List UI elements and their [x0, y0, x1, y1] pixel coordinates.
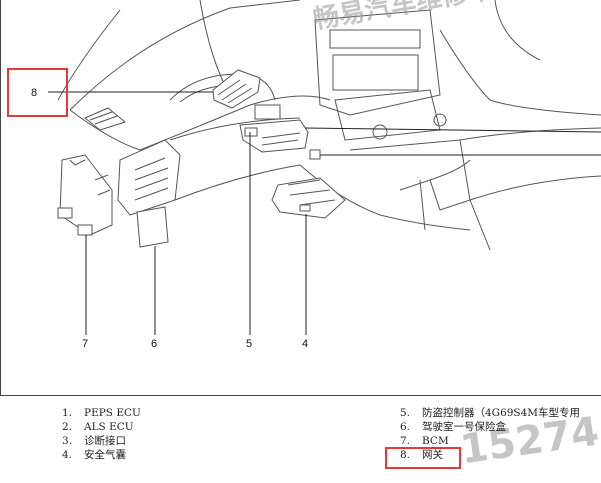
legend-item: 1.PEPS ECU [61, 407, 141, 419]
legend-item: 7.BCM [399, 435, 449, 447]
fuse-box [136, 206, 169, 248]
legend-item: 5.防盗控制器（4G69S4M车型专用 [399, 407, 581, 419]
legend-item: 2.ALS ECU [61, 421, 134, 433]
bcm-module [57, 154, 113, 236]
legend-item: 3.诊断接口 [61, 435, 126, 447]
dashboard-line-drawing [48, 0, 601, 335]
connector-marker [309, 149, 321, 160]
callout-6: 6 [151, 338, 158, 350]
callout-4: 4 [302, 338, 309, 350]
legend-column-left: 1.PEPS ECU 2.ALS ECU 3.诊断接口 4.安全气囊 [50, 406, 141, 462]
callout-7: 7 [82, 338, 89, 350]
left-border [0, 0, 1, 396]
figure-bottom-rule [0, 395, 601, 396]
leader-line-right-1 [304, 127, 601, 133]
airbag-ecu [271, 177, 346, 219]
legend-item: 8.网关 [399, 449, 443, 461]
highlight-box-callout-8 [7, 68, 68, 117]
gateway-module [212, 69, 261, 109]
immobilizer-module [239, 104, 309, 153]
callout-5: 5 [246, 338, 253, 350]
center-console [314, 9, 441, 116]
dash-vent [84, 107, 127, 131]
callout-8: 8 [31, 87, 38, 99]
highlight-box-legend-8 [385, 447, 461, 469]
legend-item: 4.安全气囊 [61, 449, 126, 461]
legend-item: 6.驾驶室一号保险盒 [399, 421, 506, 433]
legend-column-right: 5.防盗控制器（4G69S4M车型专用 6.驾驶室一号保险盒 7.BCM 8.网… [388, 406, 580, 462]
